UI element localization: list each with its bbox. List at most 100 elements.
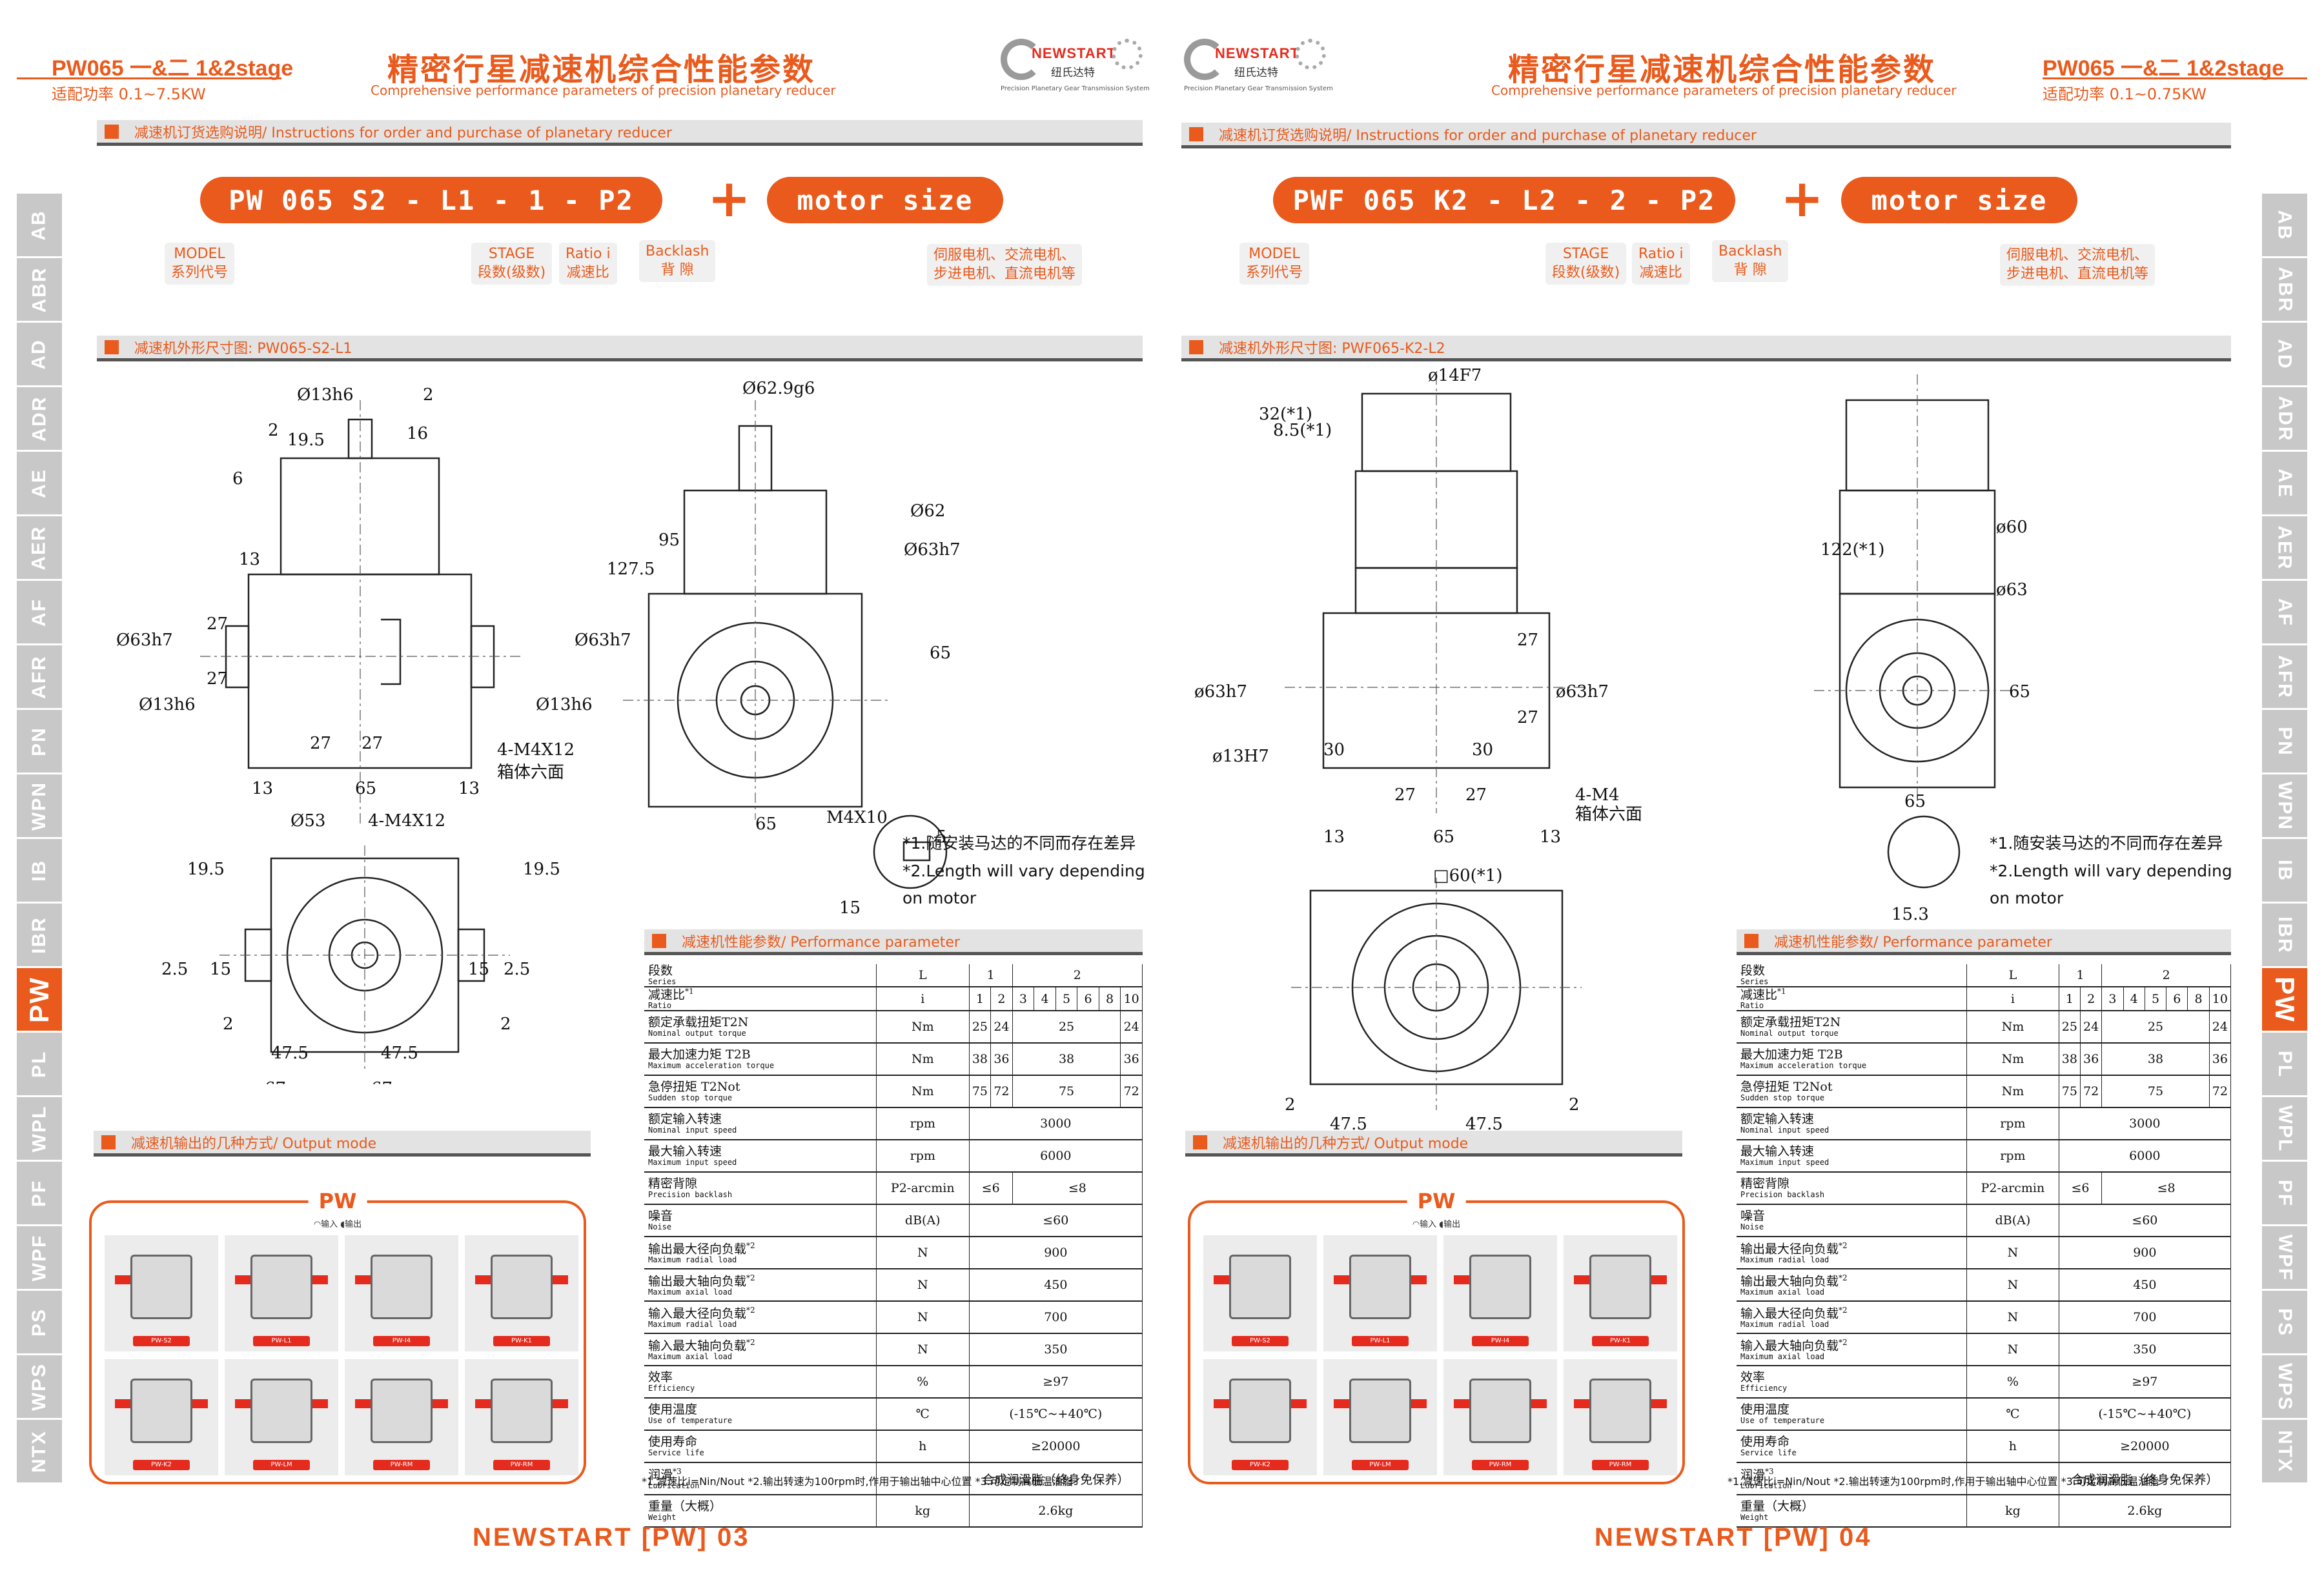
rail-tab-adr[interactable]: ADR	[17, 387, 62, 452]
param-unit: %	[1966, 1366, 2059, 1399]
rail-tab-ab[interactable]: AB	[17, 194, 62, 258]
section-marker-icon	[101, 1135, 116, 1149]
dimension-label: 2.5	[504, 960, 530, 979]
label-motor: 伺服电机、交流电机、步进电机、直流电机等	[2000, 244, 2156, 287]
param-sup: *1	[1777, 987, 1786, 996]
param-value: 75	[969, 1075, 992, 1109]
rail-tab-wpl[interactable]: WPL	[17, 1097, 62, 1162]
rail-tab-ad[interactable]: AD	[17, 323, 62, 387]
rail-tab-ib[interactable]: IB	[17, 839, 62, 904]
rail-tab-pw[interactable]: PW	[2262, 968, 2307, 1033]
output-mode-item: PW-RM	[1443, 1359, 1557, 1475]
rail-tab-adr[interactable]: ADR	[2262, 387, 2307, 452]
rail-tab-af[interactable]: AF	[2262, 581, 2307, 645]
ratio-value: 6	[1077, 987, 1099, 1012]
ratio-value: 6	[2166, 987, 2188, 1012]
rail-tab-abr[interactable]: ABR	[2262, 258, 2307, 323]
rail-tab-ib[interactable]: IB	[2262, 839, 2307, 904]
rail-tab-ibr[interactable]: IBR	[2262, 904, 2307, 968]
rail-tab-ad[interactable]: AD	[2262, 323, 2307, 387]
rail-tab-wps[interactable]: WPS	[2262, 1355, 2307, 1420]
output-mode-item: PW-S2	[105, 1235, 218, 1351]
param-value: 3000	[969, 1107, 1143, 1141]
header-underline	[2043, 77, 2307, 79]
param-name-en: Maximum input speed	[1740, 1158, 1830, 1168]
output-mode-item: PW-RM	[465, 1359, 578, 1475]
rail-tab-ps[interactable]: PS	[17, 1291, 62, 1355]
gearbox-icon	[1469, 1255, 1531, 1319]
rail-tab-pn[interactable]: PN	[2262, 710, 2307, 774]
dimension-label: 13	[252, 779, 273, 798]
rail-tab-pf[interactable]: PF	[2262, 1162, 2307, 1226]
param-name-cn: 段数	[648, 964, 673, 978]
rail-tab-pl[interactable]: PL	[2262, 1033, 2307, 1097]
param-name-cn: 额定承载扭矩T2N	[648, 1015, 749, 1030]
rail-tab-ae[interactable]: AE	[2262, 452, 2307, 516]
output-legend: ◠输入 ◖输出	[1412, 1220, 1461, 1229]
rail-tab-pl[interactable]: PL	[17, 1033, 62, 1097]
param-unit: P2-arcmin	[1966, 1172, 2059, 1206]
rail-tab-ab[interactable]: AB	[2262, 194, 2307, 258]
order-section-title: 减速机订货选购说明/ Instructions for order and pu…	[134, 125, 672, 141]
param-name-en: Sudden stop torque	[1740, 1093, 1825, 1103]
rail-tab-label: WPL	[28, 1105, 50, 1152]
rail-tab-pf[interactable]: PF	[17, 1162, 62, 1226]
param-value: 36	[990, 1043, 1013, 1077]
dimension-label: 4-M4	[1575, 785, 1620, 805]
shaft-icon	[1214, 1399, 1229, 1408]
param-value: ≥97	[2059, 1366, 2232, 1399]
param-unit: Nm	[1966, 1075, 2059, 1109]
rail-tab-aer[interactable]: AER	[17, 516, 62, 581]
param-value: 350	[2059, 1333, 2232, 1367]
param-name-cn: 额定输入转速	[648, 1112, 722, 1127]
rail-tab-ntx[interactable]: NTX	[2262, 1420, 2307, 1484]
rail-tab-wpf[interactable]: WPF	[17, 1226, 62, 1291]
shaft-icon	[312, 1399, 328, 1408]
output-mode-item: PW-K1	[465, 1235, 578, 1351]
rail-tab-ae[interactable]: AE	[17, 452, 62, 516]
output-section-bar: 减速机输出的几种方式/ Output mode	[94, 1131, 591, 1157]
param-value: 25	[969, 1011, 992, 1044]
param-name-cn: 使用寿命	[1740, 1435, 1790, 1450]
dimension-label: 27	[362, 734, 383, 753]
shaft-icon	[1411, 1399, 1427, 1408]
rail-tab-wpf[interactable]: WPF	[2262, 1226, 2307, 1291]
param-name-en: Nominal input speed	[1740, 1126, 1830, 1135]
adapted-power: 适配功率 0.1~0.75KW	[2043, 85, 2207, 103]
rail-tab-ntx[interactable]: NTX	[17, 1420, 62, 1484]
rail-tab-label: AB	[28, 209, 50, 241]
rail-tab-af[interactable]: AF	[17, 581, 62, 645]
rail-tab-label: PL	[2274, 1050, 2296, 1078]
param-sup: *2	[1839, 1273, 1848, 1282]
param-unit: i	[1966, 987, 2059, 1012]
param-unit: h	[1966, 1430, 2059, 1464]
param-name-en: Maximum axial load	[1740, 1352, 1825, 1361]
shaft-icon	[355, 1275, 371, 1284]
rail-tab-wpl[interactable]: WPL	[2262, 1097, 2307, 1162]
rail-tab-wpn[interactable]: WPN	[17, 774, 62, 839]
rail-tab-ps[interactable]: PS	[2262, 1291, 2307, 1355]
rail-tab-pn[interactable]: PN	[17, 710, 62, 774]
rail-tab-afr[interactable]: AFR	[17, 645, 62, 710]
rail-tab-wps[interactable]: WPS	[17, 1355, 62, 1420]
rail-tab-label: AF	[2274, 598, 2296, 627]
rail-tab-label: IB	[28, 859, 50, 882]
ratio-value: 3	[2101, 987, 2124, 1012]
rail-tab-pw[interactable]: PW	[17, 968, 62, 1033]
rail-tab-aer[interactable]: AER	[2262, 516, 2307, 581]
dimension-label: 15.3	[1891, 905, 1929, 924]
rail-tab-abr[interactable]: ABR	[17, 258, 62, 323]
gearbox-icon	[1229, 1379, 1291, 1443]
param-name-en: Nominal output torque	[648, 1029, 746, 1038]
rail-tab-ibr[interactable]: IBR	[17, 904, 62, 968]
rail-tab-wpn[interactable]: WPN	[2262, 774, 2307, 839]
rail-tab-afr[interactable]: AFR	[2262, 645, 2307, 710]
